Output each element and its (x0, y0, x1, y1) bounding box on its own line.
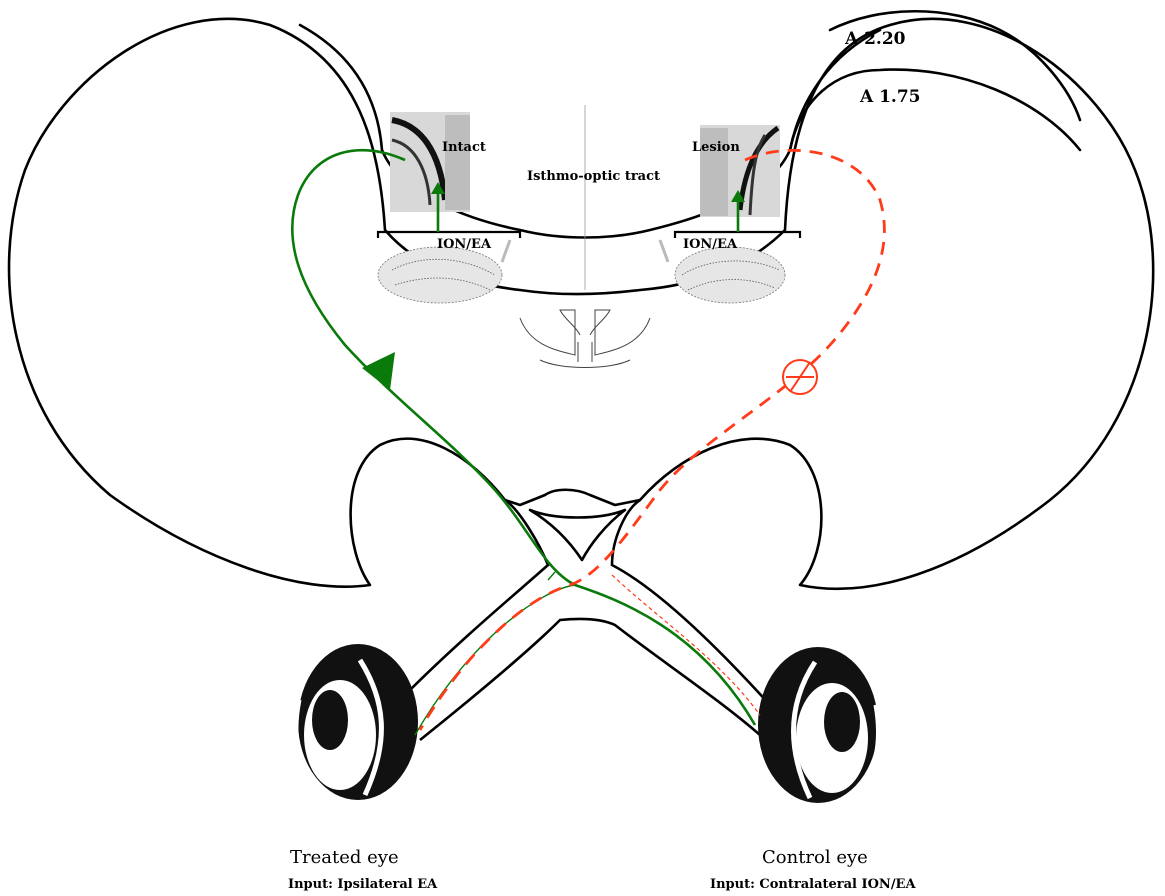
level-label-a220: A 2.20 (844, 29, 906, 49)
intact-label: Intact (442, 140, 486, 155)
histology-lesion-panel (700, 125, 780, 217)
control-eye-label: Control eye (762, 847, 868, 868)
control-eye-drawing (758, 647, 878, 803)
blocked-circle-icon (783, 360, 817, 394)
treated-eye-drawing (297, 644, 418, 800)
optic-chiasm-outline (410, 500, 770, 740)
control-input-label: Input: Contralateral ION/EA (710, 877, 916, 892)
histology-intact-panel (390, 112, 470, 212)
ion-label-left: ION/EA (437, 237, 492, 252)
treated-eye-label: Treated eye (290, 847, 399, 868)
level-label-a175: A 1.75 (859, 87, 921, 107)
brain-outline-a220 (9, 19, 1153, 589)
arrowhead-icon (362, 352, 395, 390)
ventricle-sketch (520, 310, 650, 368)
lesion-label: Lesion (692, 140, 740, 155)
treated-input-label: Input: Ipsilateral EA (288, 877, 438, 892)
brain-outline-a175-right (790, 70, 1080, 150)
brain-outline-a175 (300, 25, 880, 238)
ion-label-right: ION/EA (683, 237, 738, 252)
tract-label: Isthmo-optic tract (527, 169, 660, 184)
